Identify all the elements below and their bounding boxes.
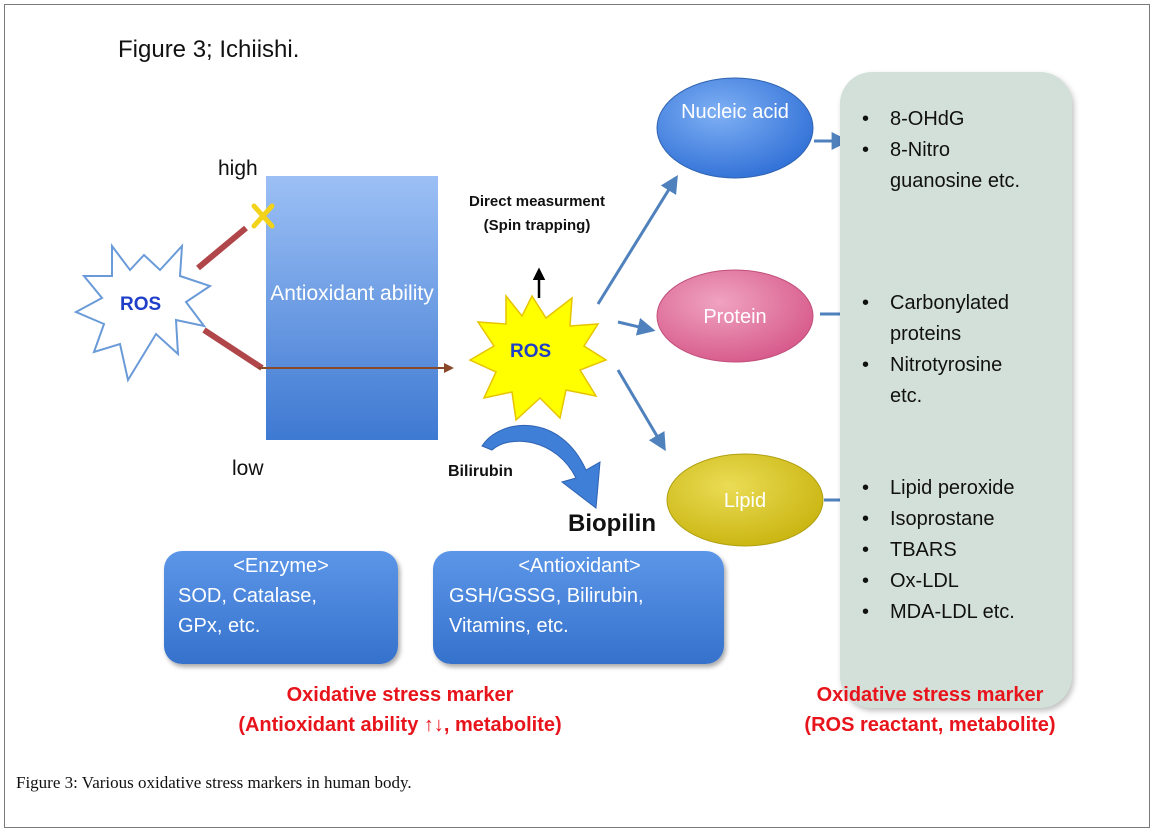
left-caption-line-2: (Antioxidant ability ↑↓, metabolite) xyxy=(238,714,562,736)
marker-item: Nitrotyrosine xyxy=(858,350,1009,381)
marker-item: Ox-LDL xyxy=(858,566,1015,597)
right-caption-line-2: (ROS reactant, metabolite) xyxy=(804,714,1056,736)
arrow-to-lipid xyxy=(616,369,666,452)
right-marker-caption: Oxidative stress marker (ROS reactant, m… xyxy=(770,680,1090,740)
marker-item-continuation: guanosine etc. xyxy=(890,170,1021,192)
lipid-markers: Lipid peroxide Isoprostane TBARS Ox-LDL … xyxy=(858,473,1015,628)
antioxidant-box: <Antioxidant> GSH/GSSG, Bilirubin, Vitam… xyxy=(433,551,724,664)
protein-ellipse xyxy=(656,269,814,363)
enzyme-box: <Enzyme> SOD, Catalase, GPx, etc. xyxy=(164,551,398,664)
figure-frame xyxy=(4,4,1150,828)
figure-caption-text: Various oxidative stress markers in huma… xyxy=(77,773,412,792)
protein-label: Protein xyxy=(703,306,767,328)
lipid-label: Lipid xyxy=(723,490,767,512)
marker-item-continuation: etc. xyxy=(890,385,923,407)
antioxidant-heading: <Antioxidant> xyxy=(518,555,641,577)
antioxidant-line-1: GSH/GSSG, Bilirubin, xyxy=(449,585,644,607)
marker-item: Carbonylated xyxy=(858,288,1009,319)
high-label: high xyxy=(218,157,258,180)
marker-item: Lipid peroxide xyxy=(858,473,1015,504)
nucleic-acid-markers: 8-OHdG 8-Nitro guanosine etc. xyxy=(858,104,1020,197)
marker-item: 8-OHdG xyxy=(858,104,1020,135)
ros-high-line xyxy=(196,225,248,271)
ros-low-line xyxy=(202,327,264,371)
antioxidant-bar xyxy=(266,176,438,440)
figure-caption: Figure 3: Various oxidative stress marke… xyxy=(16,773,412,793)
arrow-to-nucleic xyxy=(596,174,678,305)
figure-title: Figure 3; Ichiishi. xyxy=(118,36,300,63)
ros-center-star-icon xyxy=(468,293,608,422)
ros-left-star-icon xyxy=(73,243,213,383)
biopilin-label: Biopilin xyxy=(568,510,656,537)
bilirubin-curve-arrow xyxy=(481,424,601,509)
nucleic-acid-ellipse xyxy=(656,77,814,179)
nucleic-acid-label: Nucleic acid xyxy=(681,101,789,123)
antioxidant-line-2: Vitamins, etc. xyxy=(449,615,569,637)
marker-item: Isoprostane xyxy=(858,504,1015,535)
marker-item-continuation: proteins xyxy=(890,323,962,345)
low-label: low xyxy=(232,457,264,480)
enzyme-heading: <Enzyme> xyxy=(233,555,329,577)
figure-caption-label: Figure 3: xyxy=(16,773,78,792)
enzyme-line-2: GPx, etc. xyxy=(178,615,261,637)
protein-markers: Carbonylated proteins Nitrotyrosine etc. xyxy=(858,288,1009,412)
bilirubin-label: Bilirubin xyxy=(448,463,513,480)
marker-item: TBARS xyxy=(858,535,1015,566)
marker-item: MDA-LDL etc. xyxy=(858,597,1015,628)
left-marker-caption: Oxidative stress marker (Antioxidant abi… xyxy=(190,680,610,740)
ros-left-label: ROS xyxy=(120,294,162,315)
blocked-x-icon xyxy=(251,203,275,229)
direct-measurement-label: Direct measurment (Spin trapping) xyxy=(469,193,605,234)
lipid-ellipse xyxy=(666,453,824,547)
antioxidant-ability-label: Antioxidant ability xyxy=(270,282,434,305)
right-caption-line-1: Oxidative stress marker xyxy=(816,684,1044,706)
arrow-to-protein xyxy=(617,317,656,336)
marker-item: 8-Nitro xyxy=(858,135,1020,166)
ros-center-label: ROS xyxy=(510,341,552,362)
left-caption-line-1: Oxidative stress marker xyxy=(286,684,514,706)
enzyme-line-1: SOD, Catalase, xyxy=(178,585,317,607)
